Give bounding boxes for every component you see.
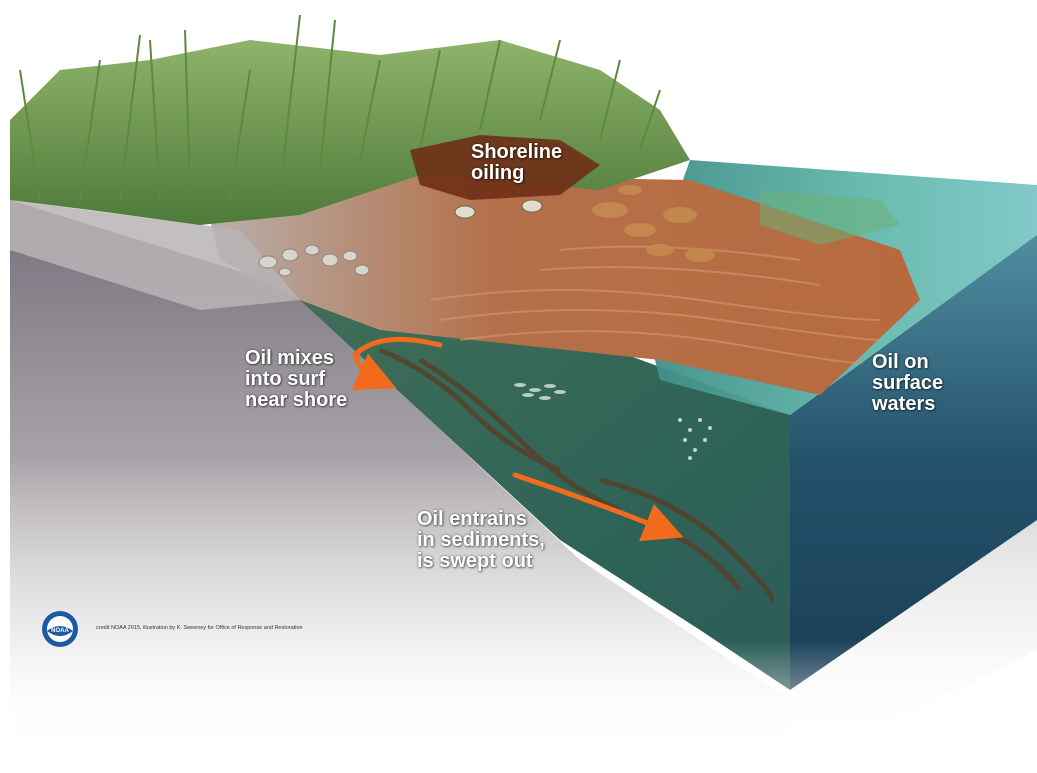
plankton-cloud — [678, 418, 712, 460]
pebbles — [258, 244, 370, 277]
underwater-slope — [300, 300, 790, 690]
shoreline-oiling-label: Shoreline oiling — [471, 141, 563, 184]
oil-surface-waters-label: Oil on surface waters — [872, 351, 944, 415]
oily-debris — [592, 185, 715, 262]
surf-mixing-arrow — [351, 336, 443, 391]
offshore-transport-arrow — [512, 472, 684, 542]
oiled-beach — [210, 175, 920, 395]
fish-school — [514, 383, 566, 400]
sediment-side-wall — [10, 200, 790, 773]
sand-band — [10, 200, 300, 310]
seagrass-patch — [760, 190, 900, 245]
noaa-logo-text: NOAA — [51, 628, 69, 634]
grass-blades — [19, 14, 661, 201]
water-side-face — [790, 235, 1037, 690]
credit-line: credit NOAA 2015, illustration by K. Swe… — [96, 625, 303, 631]
noaa-logo-icon: NOAA — [42, 611, 78, 647]
bottom-fade — [0, 640, 1037, 773]
crab-icon — [454, 199, 543, 219]
oil-swirls — [379, 347, 774, 603]
oil-mixes-surf-label: Oil mixes into surf near shore — [245, 347, 348, 411]
oil-entrains-label: Oil entrains in sediments, is swept out — [417, 508, 545, 572]
shoreline-oil-patch — [410, 135, 600, 200]
